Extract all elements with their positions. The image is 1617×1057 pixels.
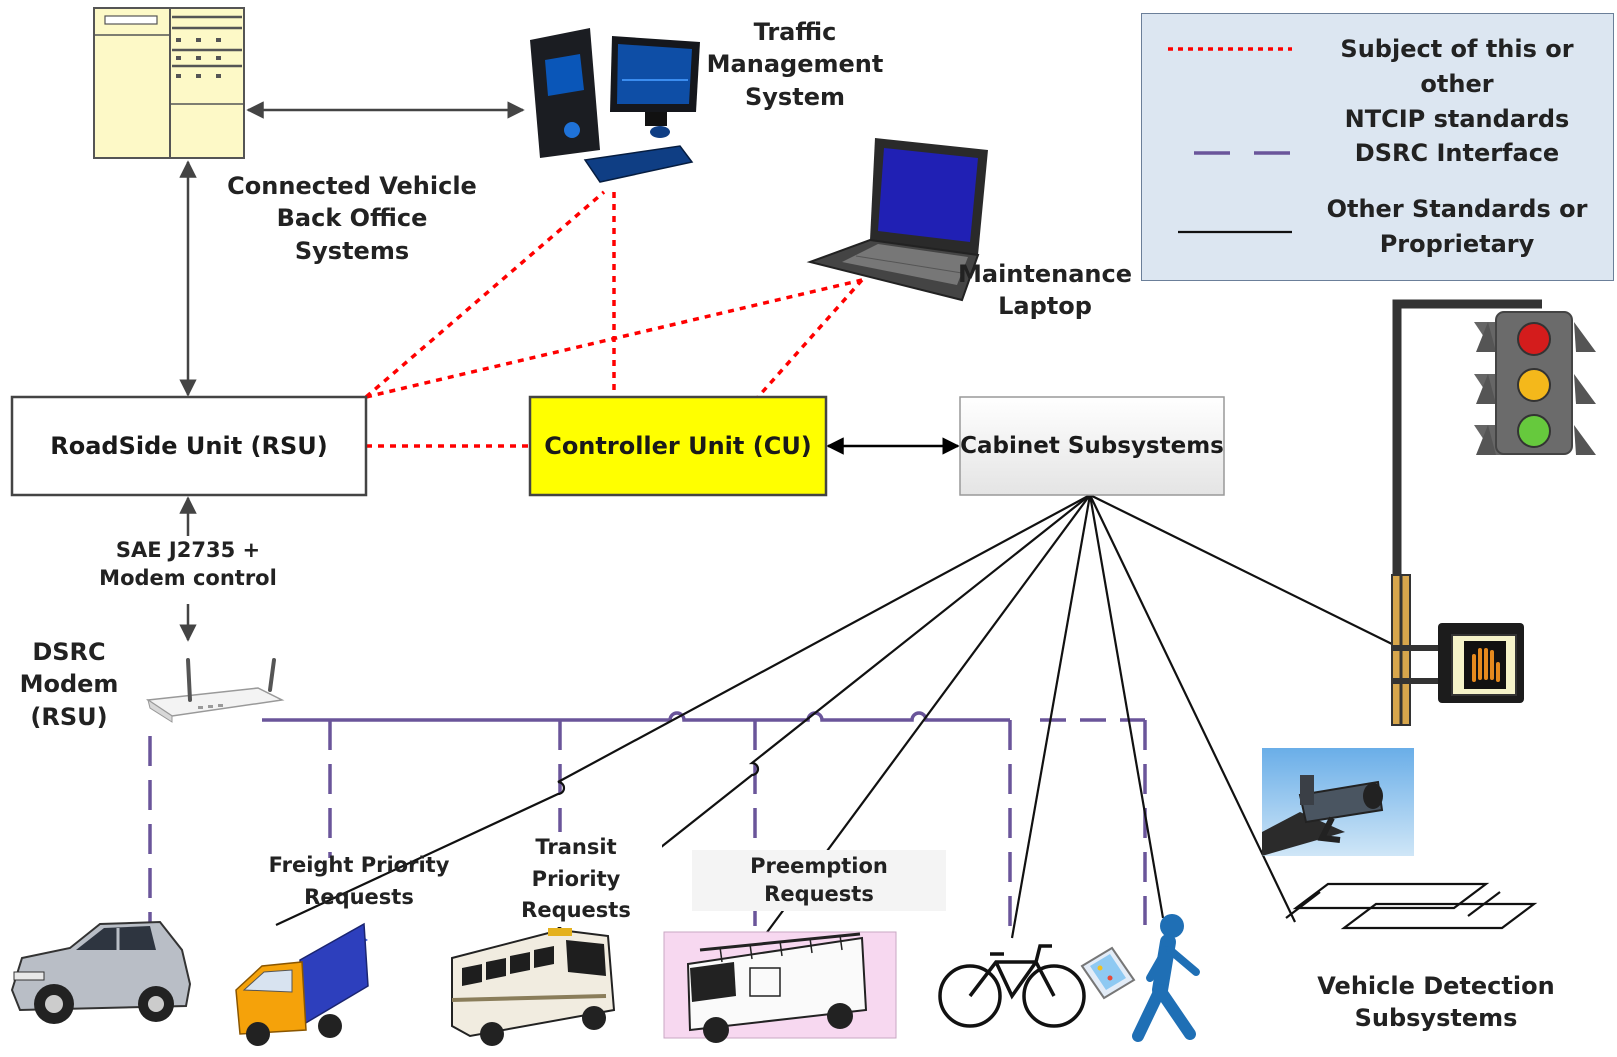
bus-icon [451, 928, 616, 1046]
traffic-signal-icon [1391, 299, 1596, 726]
legend-ntcip-text: Subject of this or other NTCIP standards [1340, 35, 1574, 133]
legend-swatches [1168, 47, 1292, 234]
fire-truck-icon [663, 931, 897, 1043]
back-office-label: Connected Vehicle Back Office Systems [227, 172, 477, 265]
transit-label: Transit Priority Requests [490, 832, 662, 927]
server-rack-icon [93, 7, 245, 159]
rsu-label: RoadSide Unit (RSU) [50, 432, 328, 460]
cu-label: Controller Unit (CU) [544, 432, 812, 460]
legend-other-text: Other Standards or Proprietary [1326, 195, 1588, 258]
cu-node: Controller Unit (CU) [530, 397, 826, 495]
detection-label: Vehicle Detection Subsystems [1317, 972, 1555, 1033]
truck-icon [235, 922, 369, 1046]
laptop-icon [806, 138, 988, 302]
cu-box [528, 395, 828, 497]
ntcip-connections [364, 190, 864, 448]
preemption-label: Preemption Requests [692, 850, 946, 911]
cabinet-box [959, 396, 1225, 496]
pedestrian-icon [1132, 914, 1200, 1042]
tms-label: Traffic Management System [706, 18, 884, 111]
rsu-node: RoadSide Unit (RSU) [12, 397, 366, 495]
cabinet-label: Cabinet Subsystems [960, 433, 1224, 459]
desktop-computer-icon [530, 28, 700, 183]
car-icon [10, 920, 192, 1024]
modem-label: DSRC Modem (RSU) [19, 638, 119, 731]
smartphone-icon [1080, 946, 1136, 1000]
bicycle-icon [938, 944, 1086, 1028]
wireless-router-icon [145, 658, 285, 723]
legend: Subject of this or other NTCIP standards… [1141, 13, 1614, 281]
proprietary-connections [179, 101, 525, 642]
cctv-camera-icon [1262, 748, 1414, 856]
laptop-label: Maintenance Laptop [957, 260, 1132, 321]
loop-detector-icon [1285, 882, 1538, 930]
cabinet-node: Cabinet Subsystems [960, 397, 1224, 495]
legend-dsrc-text: DSRC Interface [1354, 139, 1560, 167]
pedestrian-signal-icon [1438, 623, 1524, 703]
freight-label: Freight Priority Requests [268, 853, 450, 909]
sae-label: SAE J2735 + Modem control [88, 536, 288, 593]
rsu-box [10, 395, 368, 497]
